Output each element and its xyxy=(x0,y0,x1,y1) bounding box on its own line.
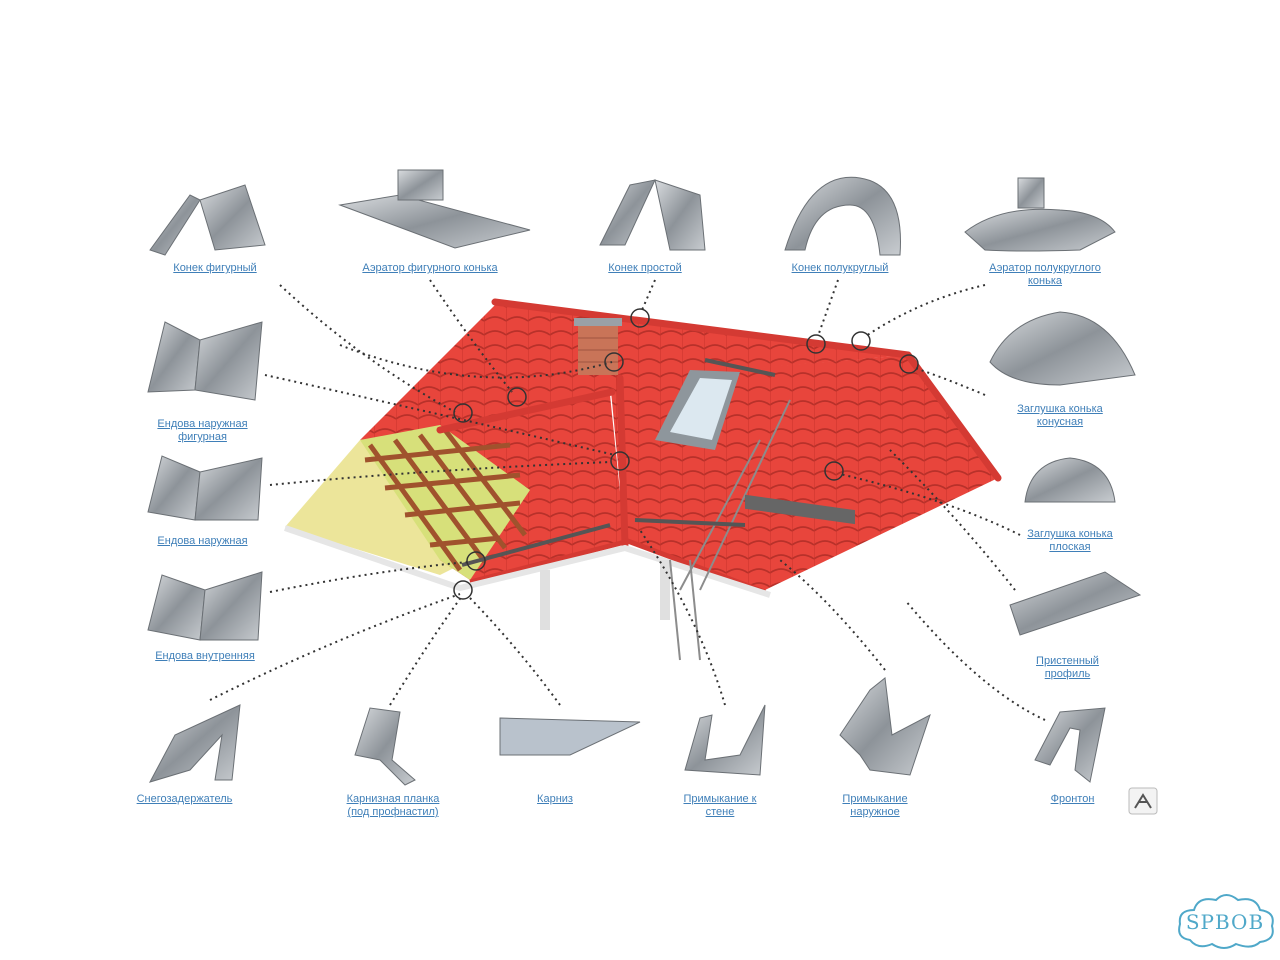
label-valley-outer[interactable]: Ендова наружная xyxy=(157,535,248,547)
gable-icon xyxy=(1034,707,1106,783)
label-valley-inner[interactable]: Ендова внутренняя xyxy=(155,650,255,662)
callout-markers xyxy=(453,308,919,600)
label-eave[interactable]: Карниз xyxy=(537,793,573,805)
label-ridge-simple[interactable]: Конек простой xyxy=(608,262,682,274)
snow-guard-icon xyxy=(148,704,241,783)
ridges xyxy=(436,298,1002,549)
roof-snow-guards xyxy=(461,358,776,567)
ridge-cap-conical-icon xyxy=(989,311,1136,386)
label-valley-outer-figured[interactable]: Ендова наружная фигурная xyxy=(157,418,248,443)
chimney xyxy=(574,318,622,375)
label-aerator-figured-ridge[interactable]: Аэратор фигурного конька xyxy=(362,262,498,274)
rafters xyxy=(364,428,527,572)
eave-strip-icon xyxy=(354,707,416,786)
label-wall-profile[interactable]: Пристенный профиль xyxy=(1036,655,1099,680)
label-aerator-semicircular-ridge[interactable]: Аэратор полукруглого конька xyxy=(989,262,1101,287)
label-gable[interactable]: Фронтон xyxy=(1050,793,1095,805)
outer-junction-icon xyxy=(839,677,931,776)
wall-profile-icon xyxy=(1009,571,1142,636)
label-ridge-figured[interactable]: Конек фигурный xyxy=(173,262,257,274)
aerator-semicircular-ridge-icon xyxy=(964,177,1116,252)
watermark-text: SPBOB xyxy=(1185,910,1265,934)
roof-walkway xyxy=(745,494,855,525)
label-snow-guard[interactable]: Снегозадержатель xyxy=(136,793,233,805)
valley-inner-icon xyxy=(147,571,263,641)
ridge-simple-icon xyxy=(599,179,706,251)
aerator-figured-ridge-icon xyxy=(338,169,531,249)
label-eave-strip[interactable]: Карнизная планка (под профнастил) xyxy=(346,793,440,818)
valley-outer-figured-icon xyxy=(147,321,263,401)
leader-lines xyxy=(209,279,1046,721)
cloud-logo-icon xyxy=(1178,894,1274,949)
label-ridge-cap-flat[interactable]: Заглушка конька плоская xyxy=(1027,528,1113,553)
wall-junction-icon xyxy=(684,704,766,776)
label-outer-junction[interactable]: Примыкание наружное xyxy=(842,793,908,818)
label-wall-junction[interactable]: Примыкание к стене xyxy=(683,793,757,818)
eave-icon xyxy=(499,717,641,756)
label-ridge-semicircular[interactable]: Конек полукруглый xyxy=(791,262,889,274)
label-ridge-cap-conical[interactable]: Заглушка конька конусная xyxy=(1017,403,1103,428)
valley-outer-icon xyxy=(147,455,263,521)
ridge-semicircular-icon xyxy=(784,176,901,256)
expand-icon[interactable] xyxy=(1128,787,1158,815)
ridge-figured-icon xyxy=(149,184,266,256)
ridge-cap-flat-icon xyxy=(1024,457,1116,503)
